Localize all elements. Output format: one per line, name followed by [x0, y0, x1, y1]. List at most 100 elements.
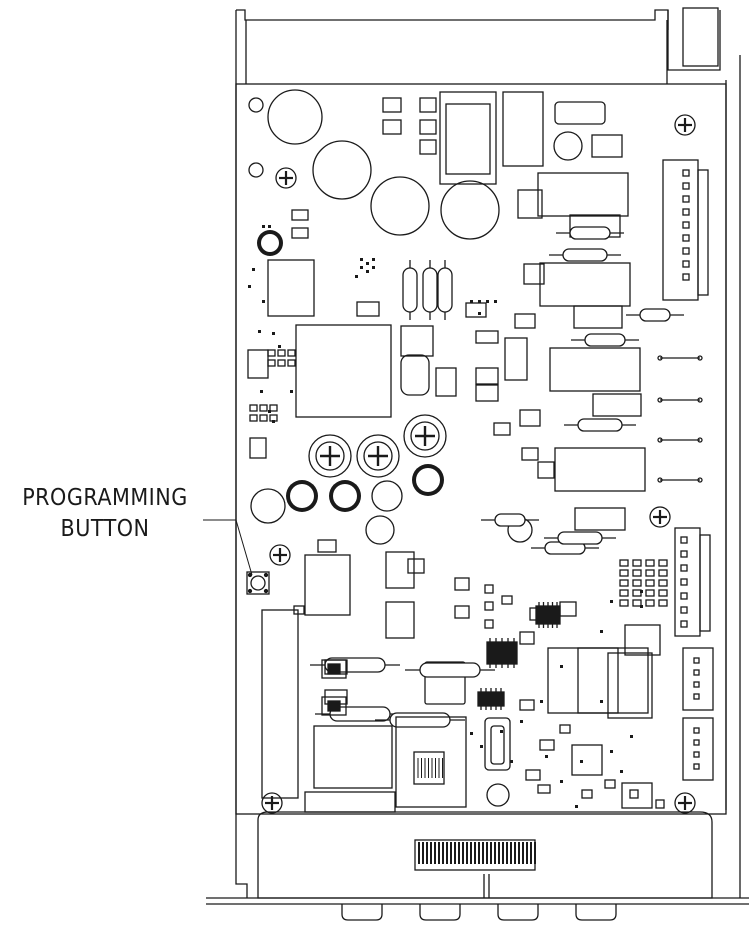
mounting-screw [275, 167, 297, 189]
potentiometer [403, 414, 447, 458]
potentiometer [308, 434, 352, 478]
smd-part [293, 605, 305, 615]
programming-button-label: PROGRAMMING BUTTON [0, 483, 210, 545]
terminal-contact [506, 842, 508, 864]
pad [478, 312, 481, 315]
pad [360, 258, 363, 261]
connector-pin [693, 727, 700, 734]
terminal-contact [474, 842, 476, 864]
jumper [657, 397, 703, 403]
pad [520, 720, 523, 723]
terminal-contact [434, 842, 436, 864]
smd-part [517, 189, 543, 219]
terminal-contact [510, 842, 512, 864]
side-connectors [662, 159, 714, 781]
pad [486, 300, 489, 303]
terminal-contact [446, 842, 448, 864]
terminal-contact [418, 842, 420, 864]
pad [510, 760, 513, 763]
power-inductors [257, 230, 444, 512]
pad [355, 275, 358, 278]
smd-part [655, 799, 665, 809]
pad [560, 780, 563, 783]
smd-part [514, 313, 536, 329]
smd-part [385, 551, 415, 589]
terminal-contact [462, 842, 464, 864]
trim-potentiometers [308, 414, 447, 478]
connector-pin [693, 669, 700, 676]
pad [580, 760, 583, 763]
axial-resistor [544, 531, 616, 545]
terminal-contact [526, 842, 528, 864]
smd-part [382, 119, 402, 135]
terminal-block [418, 842, 536, 864]
smd-part [521, 447, 539, 461]
mounting-screw [261, 792, 283, 814]
pad [366, 262, 369, 265]
connector-pin [682, 273, 690, 281]
smd-part [519, 699, 535, 711]
pad [366, 270, 369, 273]
pad [480, 745, 483, 748]
pad [620, 770, 623, 773]
smd-part [504, 337, 528, 381]
axial-resistor [549, 248, 621, 262]
ethernet-jack [395, 716, 511, 808]
bottom-connector-housing [206, 811, 749, 921]
connector-pin [680, 536, 688, 544]
smd-part [501, 595, 513, 605]
pad [268, 225, 271, 228]
pad [272, 332, 275, 335]
smd-part [519, 631, 535, 645]
connector-pin [680, 578, 688, 586]
smd-part [317, 539, 337, 553]
jumper [657, 477, 703, 483]
electrolytic-capacitors [248, 89, 583, 545]
axial-resistor [556, 226, 624, 240]
smd-part [356, 301, 380, 317]
jumper [657, 355, 703, 361]
smd-ic [477, 688, 505, 710]
connector-pin [680, 606, 688, 614]
circuit-board [235, 83, 727, 815]
terminal-contact [530, 842, 532, 864]
optocoupler [321, 696, 347, 716]
header-block [249, 349, 668, 607]
callout-line-1: PROGRAMMING [22, 485, 188, 511]
terminal-contact [450, 842, 452, 864]
programming-button[interactable] [246, 571, 270, 595]
mounting-screw [649, 506, 671, 528]
smd-part [419, 97, 437, 113]
vertical-resistor [402, 260, 418, 320]
terminal-contact [454, 842, 456, 864]
pad [610, 600, 613, 603]
axial-resistor [405, 662, 495, 678]
connector-pin [693, 739, 700, 746]
pad [262, 300, 265, 303]
pad [545, 755, 548, 758]
smd-part [559, 724, 571, 734]
pad [372, 266, 375, 269]
pad [500, 730, 503, 733]
callout-line-2: BUTTON [60, 516, 150, 542]
pad [262, 225, 265, 228]
mounting-screws [261, 114, 696, 814]
smd-part [475, 330, 499, 344]
axial-resistor [481, 513, 539, 527]
axial-resistor [626, 308, 684, 322]
smd-part [493, 422, 511, 436]
smd-part [382, 97, 402, 113]
smd-part [454, 605, 470, 619]
connector-pin [680, 620, 688, 628]
optocoupler [321, 659, 347, 679]
connector-pin [682, 182, 690, 190]
terminal-contact [478, 842, 480, 864]
vertical-resistor [422, 260, 438, 320]
smd-part [249, 437, 267, 459]
smd-part [629, 789, 639, 799]
connector-pin [693, 657, 700, 664]
axial-resistor [571, 333, 639, 347]
pad [600, 700, 603, 703]
axial-resistor [564, 418, 636, 432]
connector-pin [682, 208, 690, 216]
